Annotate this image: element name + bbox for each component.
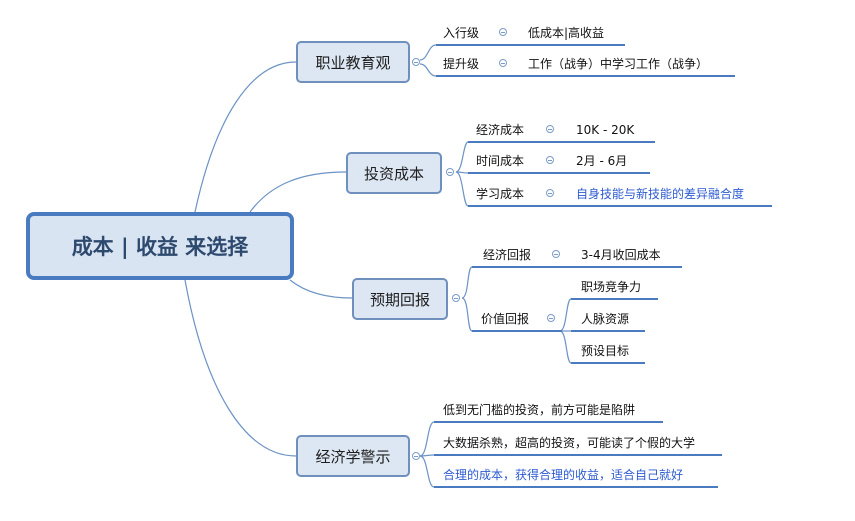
collapse-toggle-icon[interactable] bbox=[547, 314, 555, 322]
collapse-toggle-icon[interactable] bbox=[546, 156, 554, 164]
connector-root-jingji bbox=[184, 279, 297, 457]
collapse-toggle-icon[interactable] bbox=[446, 168, 454, 176]
collapse-toggle-icon[interactable] bbox=[546, 125, 554, 133]
branch-node-zhiye[interactable]: 职业教育观 bbox=[296, 41, 410, 83]
node-jiazhihuibao[interactable]: 价值回报 bbox=[481, 312, 530, 326]
node-ruhangji-value[interactable]: 低成本|高收益 bbox=[528, 26, 605, 40]
node-zhichangjingzhengli[interactable]: 职场竞争力 bbox=[581, 280, 642, 294]
node-shijianchengben-value[interactable]: 2月 - 6月 bbox=[576, 154, 628, 168]
collapse-toggle-icon[interactable] bbox=[412, 58, 420, 66]
node-jingjihuibao-value[interactable]: 3-4月收回成本 bbox=[581, 248, 661, 262]
connector-zhiye-1 bbox=[419, 44, 437, 61]
collapse-toggle-icon[interactable] bbox=[552, 250, 560, 258]
node-jingjichengben-value[interactable]: 10K - 20K bbox=[576, 123, 635, 137]
connector-jiazhi-3 bbox=[559, 330, 572, 364]
node-jingshi-1[interactable]: 低到无门槛的投资，前方可能是陷阱 bbox=[443, 403, 636, 417]
connector-jingji-1 bbox=[419, 421, 435, 457]
collapse-toggle-icon[interactable] bbox=[546, 189, 554, 197]
connector-yuqi-2 bbox=[461, 297, 473, 332]
branch-node-yuqi[interactable]: 预期回报 bbox=[352, 278, 448, 320]
node-xuexichengben-value[interactable]: 自身技能与新技能的差异融合度 bbox=[576, 187, 745, 201]
collapse-toggle-icon[interactable] bbox=[452, 294, 460, 302]
node-tishengji[interactable]: 提升级 bbox=[443, 57, 480, 71]
branch-node-jingjixue[interactable]: 经济学警示 bbox=[296, 435, 410, 477]
collapse-toggle-icon[interactable] bbox=[499, 28, 507, 36]
connector-root-yuqi bbox=[289, 279, 353, 299]
node-shijianchengben[interactable]: 时间成本 bbox=[476, 154, 525, 168]
connector-touzi-1 bbox=[455, 141, 469, 173]
connector-jingji-3 bbox=[419, 455, 435, 488]
connector-root-touzi bbox=[249, 171, 347, 213]
collapse-toggle-icon[interactable] bbox=[499, 59, 507, 67]
node-xuexichengben[interactable]: 学习成本 bbox=[476, 187, 525, 201]
node-jingjichengben[interactable]: 经济成本 bbox=[476, 123, 525, 137]
collapse-toggle-icon[interactable] bbox=[412, 452, 420, 460]
node-jingjihuibao[interactable]: 经济回报 bbox=[483, 248, 532, 262]
node-ruhangji[interactable]: 入行级 bbox=[443, 26, 480, 40]
node-renmaiziyuan[interactable]: 人脉资源 bbox=[581, 312, 630, 326]
node-tishengji-value[interactable]: 工作（战争）中学习工作（战争） bbox=[528, 57, 709, 71]
connector-zhiye-2 bbox=[419, 63, 437, 77]
branch-node-touzi[interactable]: 投资成本 bbox=[346, 152, 442, 194]
node-yushemubiao[interactable]: 预设目标 bbox=[581, 344, 630, 358]
connector-touzi-3 bbox=[455, 171, 469, 207]
connector-root-zhiye bbox=[194, 61, 297, 213]
connector-yuqi-1 bbox=[461, 266, 473, 299]
connector-jiazhi-1 bbox=[559, 298, 572, 332]
node-jingshi-2[interactable]: 大数据杀熟，超高的投资，可能读了个假的大学 bbox=[443, 436, 696, 450]
node-jingshi-3[interactable]: 合理的成本，获得合理的收益，适合自己就好 bbox=[443, 468, 684, 482]
root-node[interactable]: 成本 | 收益 来选择 bbox=[26, 212, 294, 280]
